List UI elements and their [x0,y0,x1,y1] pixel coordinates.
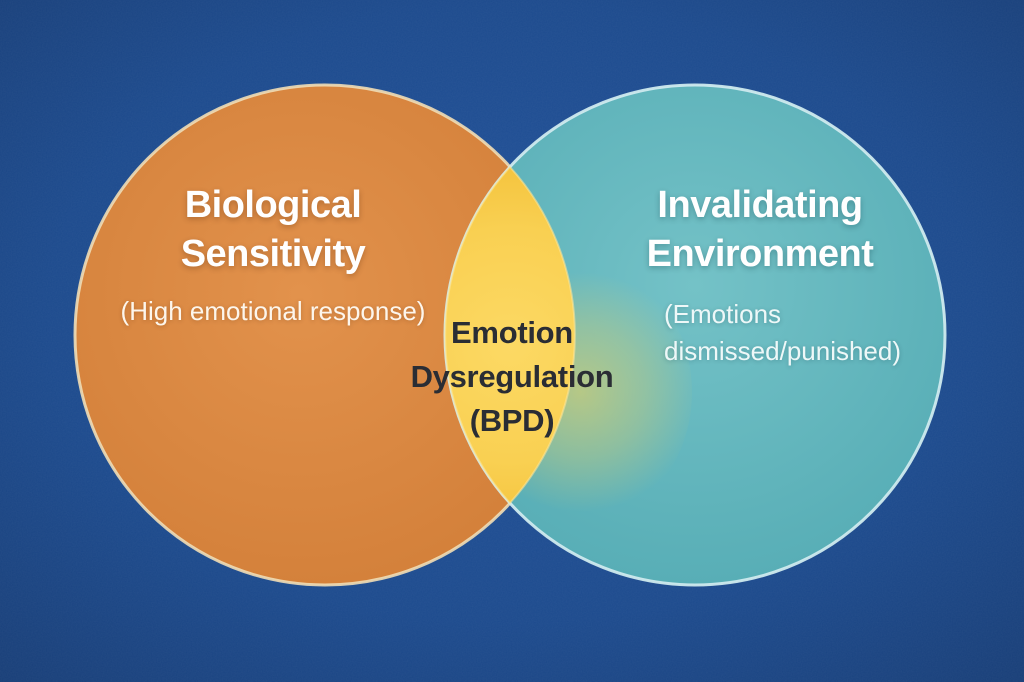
left-title-line-2: Sensitivity [180,233,366,275]
right-title-line-2: Environment [646,233,874,275]
intersection-label-line-2: Dysregulation [410,359,614,394]
left-circle-title: Biological Sensitivity [83,181,463,279]
right-title-line-1: Invalidating [657,184,863,226]
right-subtitle-line-2: dismissed/punished) [664,336,902,366]
intersection-label: Emotion Dysregulation (BPD) [362,311,662,443]
right-circle-title: Invalidating Environment [570,181,950,279]
left-subtitle-line: (High emotional response) [120,296,426,326]
right-circle-subtitle: (Emotions dismissed/punished) [664,296,964,370]
intersection-label-line-1: Emotion [451,315,573,350]
right-subtitle-line-1: (Emotions [664,299,782,329]
left-circle-subtitle: (High emotional response) [83,294,463,328]
intersection-label-line-3: (BPD) [469,403,555,438]
left-title-line-1: Biological [184,184,362,226]
intersection-lens [444,165,576,505]
